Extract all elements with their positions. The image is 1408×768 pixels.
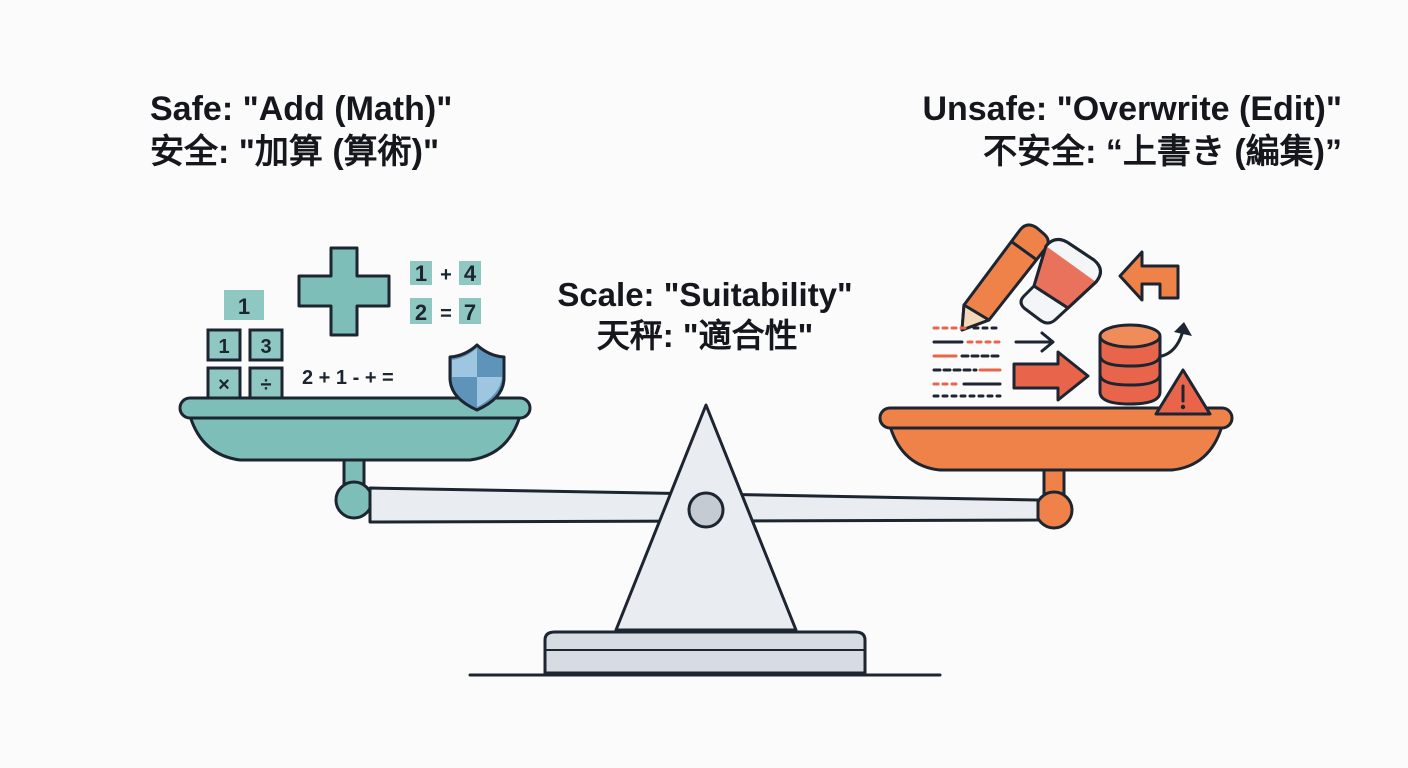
eq1-b: 4 (464, 261, 477, 286)
scale-label: Scale: "Suitability" 天秤: "適合性" (520, 274, 890, 357)
tile-top: 1 (238, 294, 250, 319)
eraser-icon (1019, 238, 1102, 325)
eq1-a: 1 (415, 261, 427, 286)
tile-r1c1: 1 (218, 336, 229, 358)
left-hanger (334, 454, 374, 520)
scale-fulcrum (614, 403, 798, 632)
tile-r1c2: 3 (260, 336, 271, 358)
database-icon (1098, 322, 1192, 406)
safe-label-ja: 安全: "加算 (算術)" (150, 132, 440, 171)
eq1-op: + (440, 264, 452, 286)
math-expression: 2 + 1 - + = (302, 367, 394, 389)
unsafe-pan (878, 406, 1234, 472)
plus-icon (297, 246, 391, 337)
scale-label-en: Scale: "Suitability" (557, 276, 853, 313)
eq2-b: 7 (464, 300, 476, 325)
unsafe-label-ja: 不安全: “上書き (編集)” (983, 132, 1342, 171)
eq2-op: = (440, 303, 452, 325)
safe-label: Safe: "Add (Math)" 安全: "加算 (算術)" (150, 88, 452, 173)
arrow-right-icon (1012, 350, 1090, 402)
text-lines-icon (932, 326, 1002, 398)
math-tiles: 1 1 3 × ÷ (206, 290, 284, 400)
pivot-circle (687, 491, 725, 529)
scale-label-ja: 天秤: "適合性" (596, 317, 814, 355)
equation-tiles: 1 + 4 2 = 7 (410, 261, 481, 325)
unsafe-label: Unsafe: "Overwrite (Edit)" 不安全: “上書き (編集… (880, 88, 1342, 173)
scale-base (543, 630, 867, 675)
arrow-small-icon (1014, 331, 1055, 353)
tile-r2c2: ÷ (261, 374, 272, 396)
safe-pan (178, 396, 532, 462)
warning-icon (1154, 368, 1212, 416)
eq2-a: 2 (415, 300, 427, 325)
unsafe-label-en: Unsafe: "Overwrite (Edit)" (922, 90, 1342, 128)
undo-arrow-icon (1118, 250, 1180, 302)
right-hanger (1034, 464, 1074, 530)
tile-r2c1: × (218, 374, 230, 396)
safe-label-en: Safe: "Add (Math)" (150, 90, 453, 128)
shield-icon (448, 343, 506, 412)
